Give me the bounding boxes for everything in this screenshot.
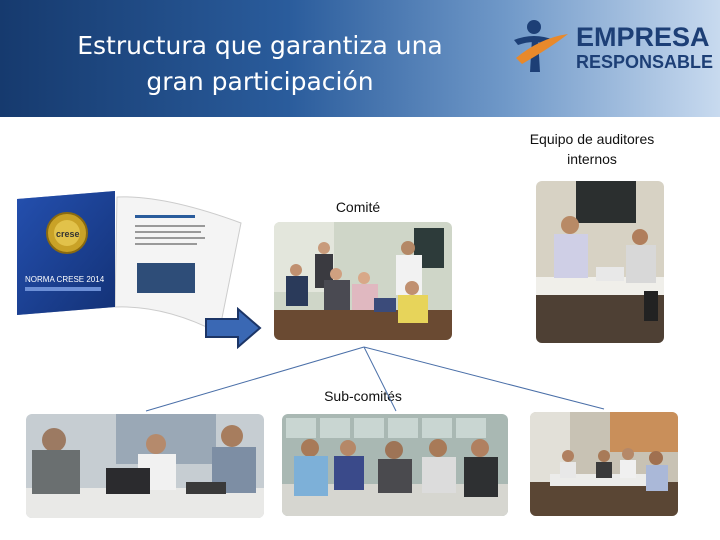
subcomite-photo-3 <box>530 412 678 516</box>
title-line-1: Estructura que garantiza una <box>77 31 443 60</box>
auditores-label-line-1: Equipo de auditores <box>529 131 655 147</box>
logo-figure-icon <box>514 20 568 72</box>
right-arrow-icon <box>205 307 262 349</box>
page-title: Estructura que garantiza una gran partic… <box>40 28 480 100</box>
subcomites-label: Sub-comités <box>324 388 402 404</box>
norma-crese-booklet: crese NORMA CRESE 2014 <box>15 185 247 334</box>
comite-photo <box>274 222 452 340</box>
auditores-label-line-2: internos <box>567 151 617 167</box>
logo-word-empresa: EMPRESA <box>576 22 710 52</box>
seal-text: crese <box>56 229 80 239</box>
booklet-cover-text: NORMA CRESE 2014 <box>25 275 105 284</box>
subcomite-photo-1 <box>26 414 264 518</box>
auditores-photo <box>536 181 664 343</box>
logo-word-responsable: RESPONSABLE <box>576 52 714 72</box>
header-banner <box>0 0 720 117</box>
title-line-2: gran participación <box>146 67 374 96</box>
comite-label: Comité <box>335 199 381 215</box>
auditores-label: Equipo de auditores internos <box>505 129 679 169</box>
empresa-responsable-logo: EMPRESA RESPONSABLE <box>510 18 714 78</box>
subcomite-photo-2 <box>282 414 508 516</box>
